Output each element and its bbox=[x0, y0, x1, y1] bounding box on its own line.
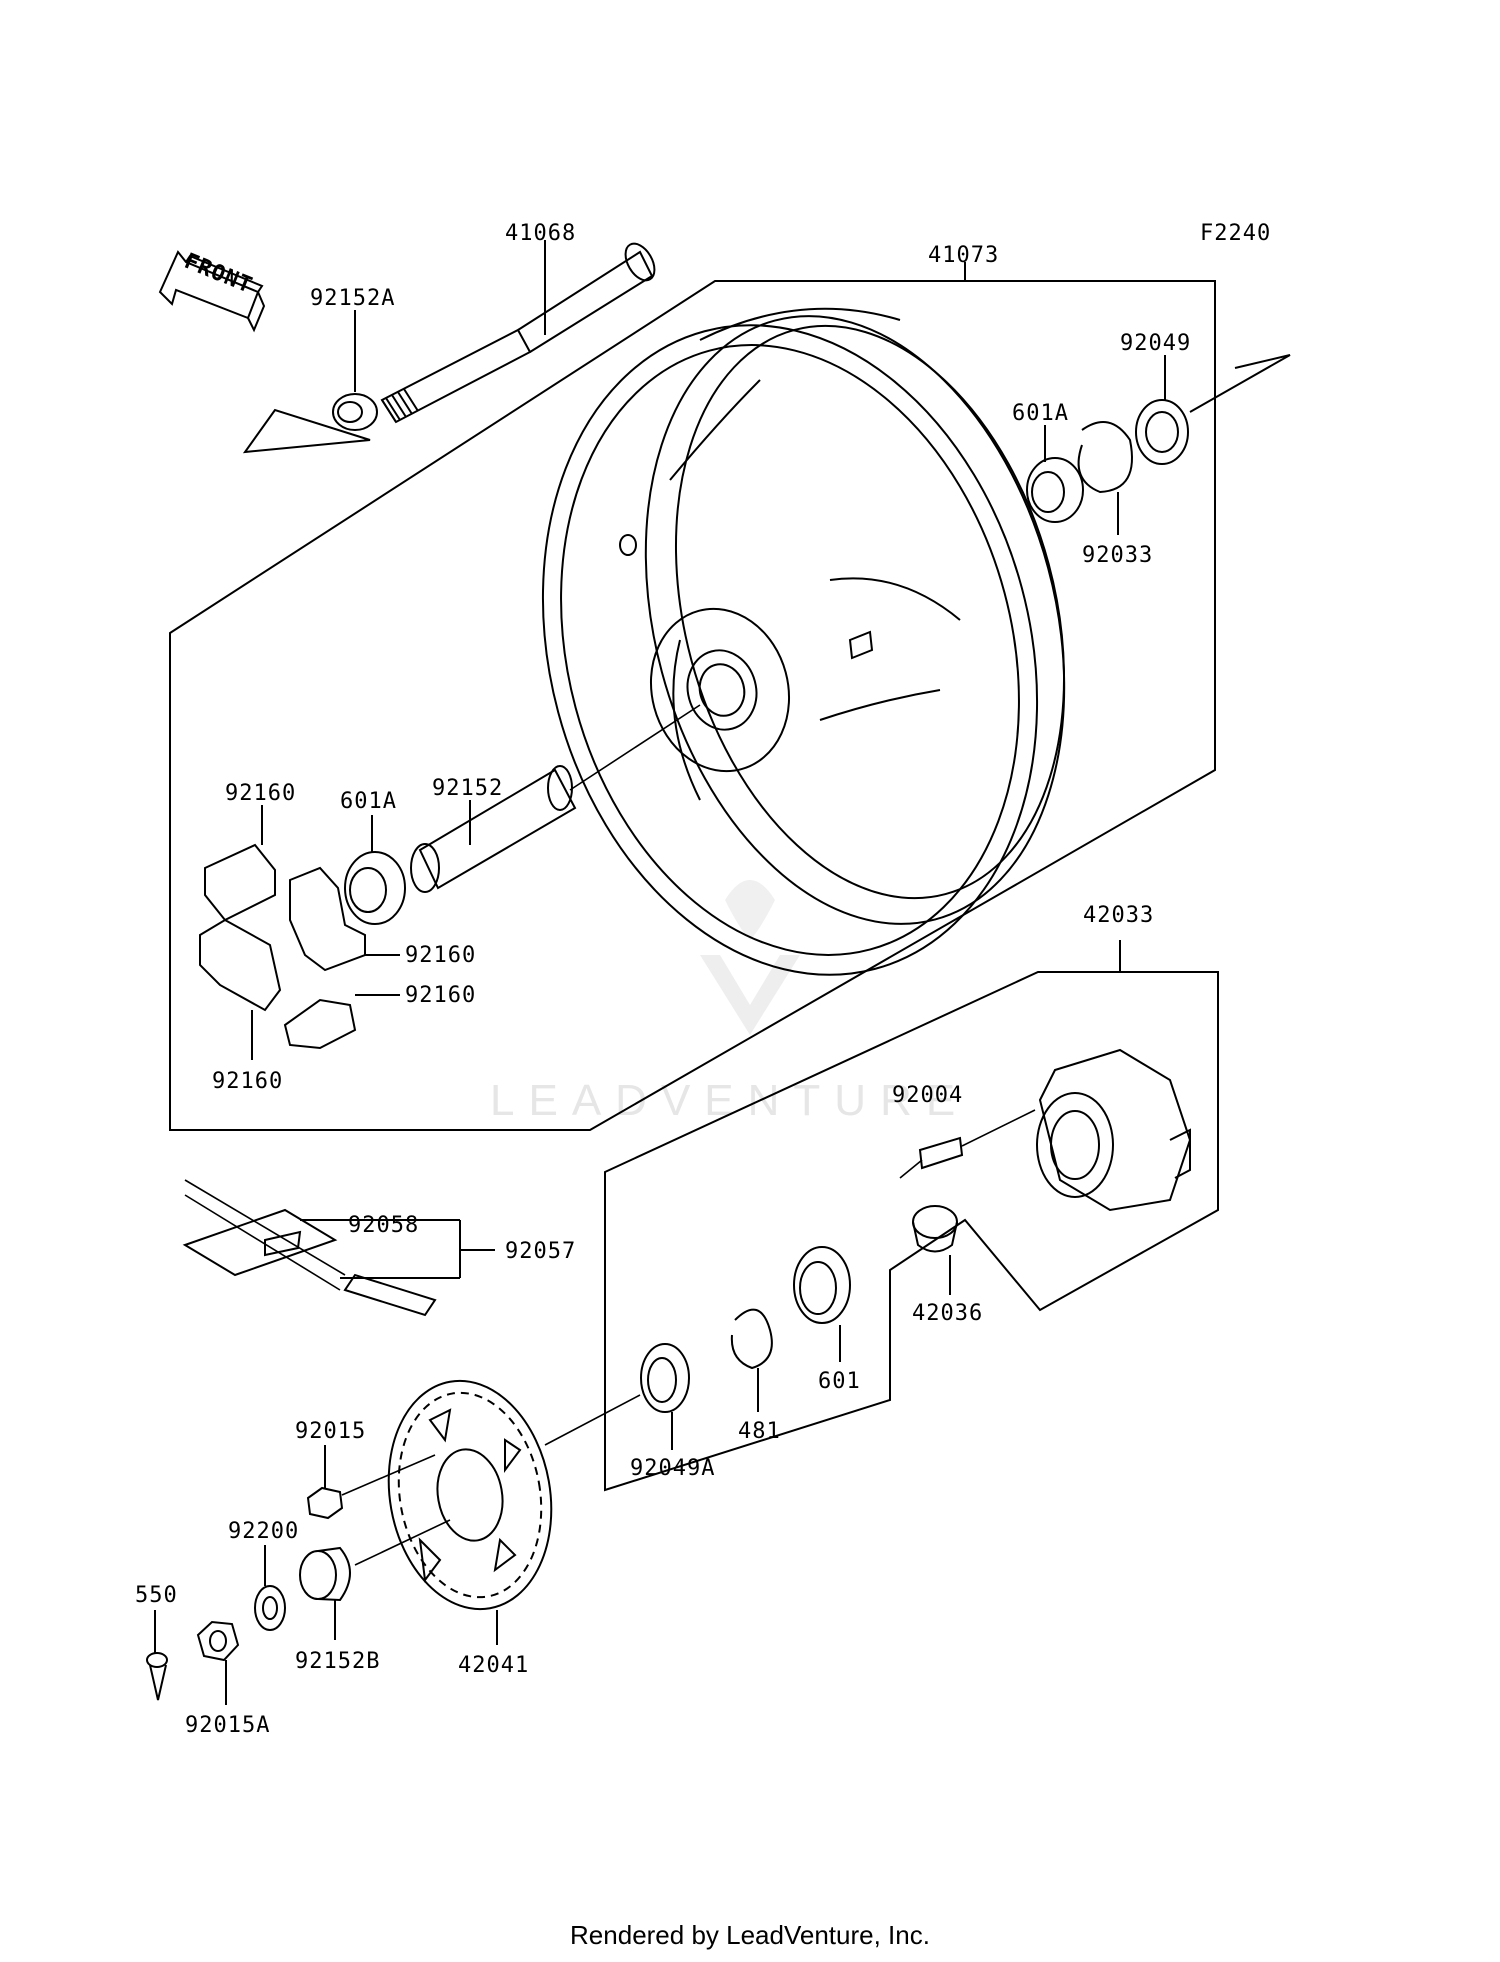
part-label-601: 601 bbox=[818, 1369, 861, 1394]
part-label-481: 481 bbox=[738, 1419, 781, 1444]
front-arrow-icon: FRONT bbox=[158, 249, 266, 333]
part-label-42036: 42036 bbox=[912, 1301, 983, 1326]
collar-92152A bbox=[332, 310, 378, 431]
bearing-601 bbox=[793, 1246, 851, 1362]
part-label-92160-d: 92160 bbox=[212, 1069, 283, 1094]
sprocket-hub-42033 bbox=[1036, 1048, 1192, 1212]
part-label-92160-a: 92160 bbox=[225, 781, 296, 806]
part-label-550: 550 bbox=[135, 1583, 178, 1608]
part-label-92033: 92033 bbox=[1082, 543, 1153, 568]
part-label-42041: 42041 bbox=[458, 1653, 529, 1678]
part-label-92200: 92200 bbox=[228, 1519, 299, 1544]
part-label-92160-b: 92160 bbox=[405, 943, 476, 968]
rear-sprocket-42041 bbox=[387, 1379, 553, 1645]
bearing-601A-top bbox=[1026, 425, 1084, 523]
sprocket-group-outline bbox=[604, 971, 1219, 1492]
spacer-92152 bbox=[410, 704, 701, 893]
part-label-41073: 41073 bbox=[928, 243, 999, 268]
nut-92015 bbox=[306, 1445, 436, 1520]
rear-wheel bbox=[541, 307, 1066, 976]
part-label-601A-left: 601A bbox=[340, 789, 397, 814]
part-label-92049A: 92049A bbox=[630, 1456, 715, 1481]
wheel-group-outline bbox=[169, 280, 1216, 1131]
rear-axle bbox=[242, 240, 656, 454]
part-label-92015A: 92015A bbox=[185, 1713, 270, 1738]
stud-92004 bbox=[899, 1109, 1036, 1179]
part-label-601A-top: 601A bbox=[1012, 401, 1069, 426]
castle-nut-92015A bbox=[196, 1620, 240, 1705]
cotter-pin-550 bbox=[146, 1610, 168, 1701]
part-label-92160-c: 92160 bbox=[405, 983, 476, 1008]
collar-92152B bbox=[299, 1519, 451, 1640]
circlip-481 bbox=[730, 1308, 773, 1412]
part-label-92152A: 92152A bbox=[310, 286, 395, 311]
front-label: FRONT bbox=[181, 249, 256, 299]
part-label-92015: 92015 bbox=[295, 1419, 366, 1444]
part-label-92057: 92057 bbox=[505, 1239, 576, 1264]
part-label-92004: 92004 bbox=[892, 1083, 963, 1108]
footer-credit: Rendered by LeadVenture, Inc. bbox=[570, 1920, 930, 1950]
diagram-code: F2240 bbox=[1200, 221, 1271, 246]
seal-92049A bbox=[544, 1343, 690, 1450]
part-label-92152: 92152 bbox=[432, 776, 503, 801]
washer-92200 bbox=[254, 1545, 286, 1631]
circlip-92033 bbox=[1077, 421, 1133, 535]
part-label-41068: 41068 bbox=[505, 221, 576, 246]
seal-92049 bbox=[1135, 354, 1291, 465]
drive-chain bbox=[182, 1179, 495, 1317]
cap-42036 bbox=[912, 1205, 958, 1295]
part-label-42033: 42033 bbox=[1083, 903, 1154, 928]
part-label-92058: 92058 bbox=[348, 1213, 419, 1238]
damper-92160-set bbox=[199, 805, 400, 1060]
bearing-601A-left bbox=[344, 815, 406, 925]
part-label-92152B: 92152B bbox=[295, 1649, 380, 1674]
part-label-92049: 92049 bbox=[1120, 331, 1191, 356]
